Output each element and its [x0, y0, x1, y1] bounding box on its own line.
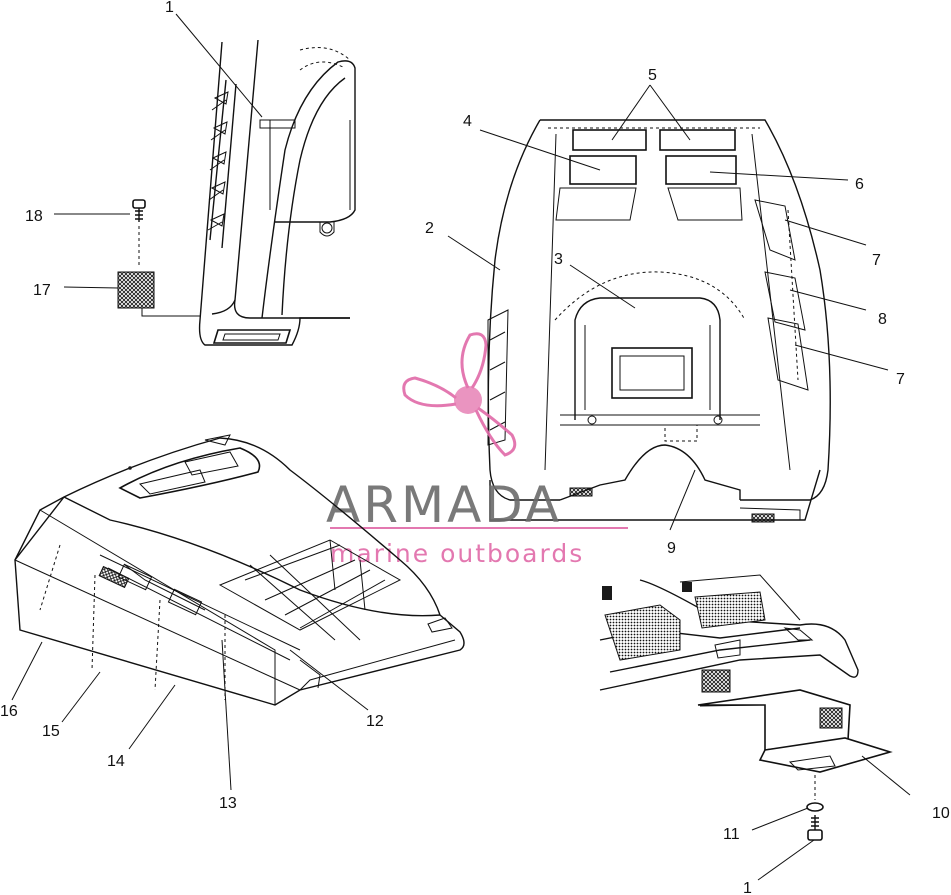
top-cowl-view [487, 119, 831, 523]
side-vents [207, 79, 237, 249]
callout-9: 9 [667, 540, 676, 557]
callout-5: 5 [648, 67, 657, 84]
callout-1: 1 [165, 0, 174, 16]
watermark-title: ARMADA [326, 476, 562, 534]
grille-icon [117, 271, 155, 309]
propeller-logo-icon [402, 332, 517, 457]
callout-2: 2 [425, 220, 434, 237]
side-cowl-view [117, 39, 356, 346]
callout-1-bottom: 1 [743, 880, 752, 895]
cowl-perspective-view [14, 434, 465, 706]
callout-16: 16 [0, 703, 18, 720]
callout-13: 13 [219, 795, 237, 812]
bolt-icon [807, 815, 823, 841]
callout-17: 17 [33, 282, 51, 299]
callout-11: 11 [723, 826, 740, 843]
callout-8: 8 [878, 311, 887, 328]
armada-watermark: ARMADA marine outboards [326, 332, 628, 568]
callout-4: 4 [463, 113, 472, 130]
callout-12: 12 [366, 713, 384, 730]
callout-15: 15 [42, 723, 60, 740]
callout-18: 18 [25, 208, 43, 225]
underside-detail [599, 574, 893, 841]
callout-7-lower: 7 [896, 371, 905, 388]
leader-lines [11, 13, 911, 881]
callout-7-upper: 7 [872, 252, 881, 269]
watermark-subtitle: marine outboards [330, 539, 584, 568]
callout-6: 6 [855, 176, 864, 193]
front-louvers [218, 539, 402, 641]
washer-icon [806, 802, 824, 812]
left-side-vents [487, 309, 509, 446]
callout-10: 10 [932, 805, 950, 822]
callout-3: 3 [554, 251, 563, 268]
bolt-icon [132, 199, 146, 222]
callout-14: 14 [107, 753, 125, 770]
right-side-vents [754, 199, 809, 391]
